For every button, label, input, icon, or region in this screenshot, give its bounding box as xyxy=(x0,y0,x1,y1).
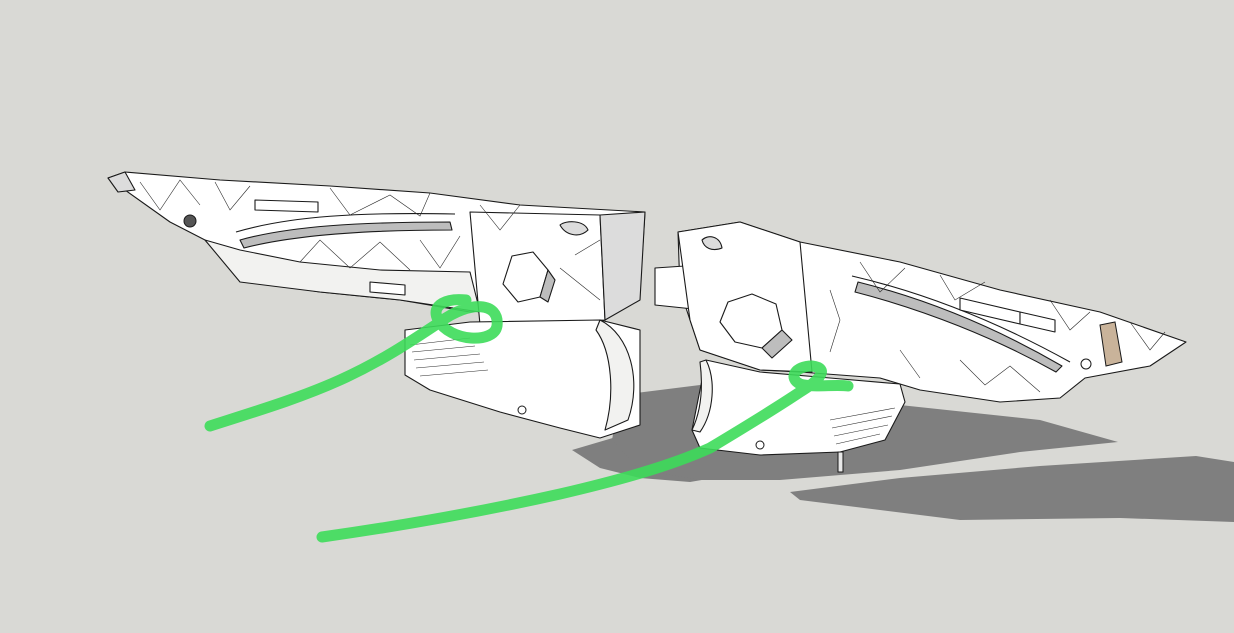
right-part-arc-slot-edge xyxy=(851,275,1071,363)
left-part-hole xyxy=(559,221,589,236)
left-part-screw-hole xyxy=(183,214,197,228)
annotation-strokes xyxy=(204,294,854,543)
left-part-top-block-2 xyxy=(369,281,406,296)
right-part-hole xyxy=(701,236,723,251)
right-part-tan-face xyxy=(1099,321,1123,367)
left-part-pin-hole xyxy=(517,405,527,415)
left-part-socket-fins xyxy=(409,337,489,377)
green-stroke-right xyxy=(316,360,854,543)
right-part-socket-fins xyxy=(829,407,896,445)
left-part-center-side xyxy=(599,211,646,321)
right-part-hex-bolt-side xyxy=(761,329,793,359)
left-part-socket-end xyxy=(595,319,635,431)
right-part-slot-block xyxy=(1019,311,1056,333)
right-part-socket-end xyxy=(691,359,713,433)
right-part-arc-slot xyxy=(854,281,1063,373)
left-part-top-block-1 xyxy=(254,199,319,213)
right-part-mesh xyxy=(829,261,1166,393)
left-part-lower-rail xyxy=(204,239,481,313)
left-part[interactable] xyxy=(107,171,646,439)
left-part-arc-slot xyxy=(239,221,453,249)
right-part-pin-hole xyxy=(755,440,765,450)
right-part-screw-hole xyxy=(1080,358,1092,370)
left-part-socket xyxy=(404,319,641,439)
green-stroke-left xyxy=(204,294,503,432)
left-part-hex-bolt-side xyxy=(539,269,556,303)
left-part-nose-shadow xyxy=(107,171,136,193)
right-part-pin xyxy=(837,451,844,473)
shadow-right-part-b xyxy=(790,456,1234,522)
left-part-mesh xyxy=(139,179,601,301)
